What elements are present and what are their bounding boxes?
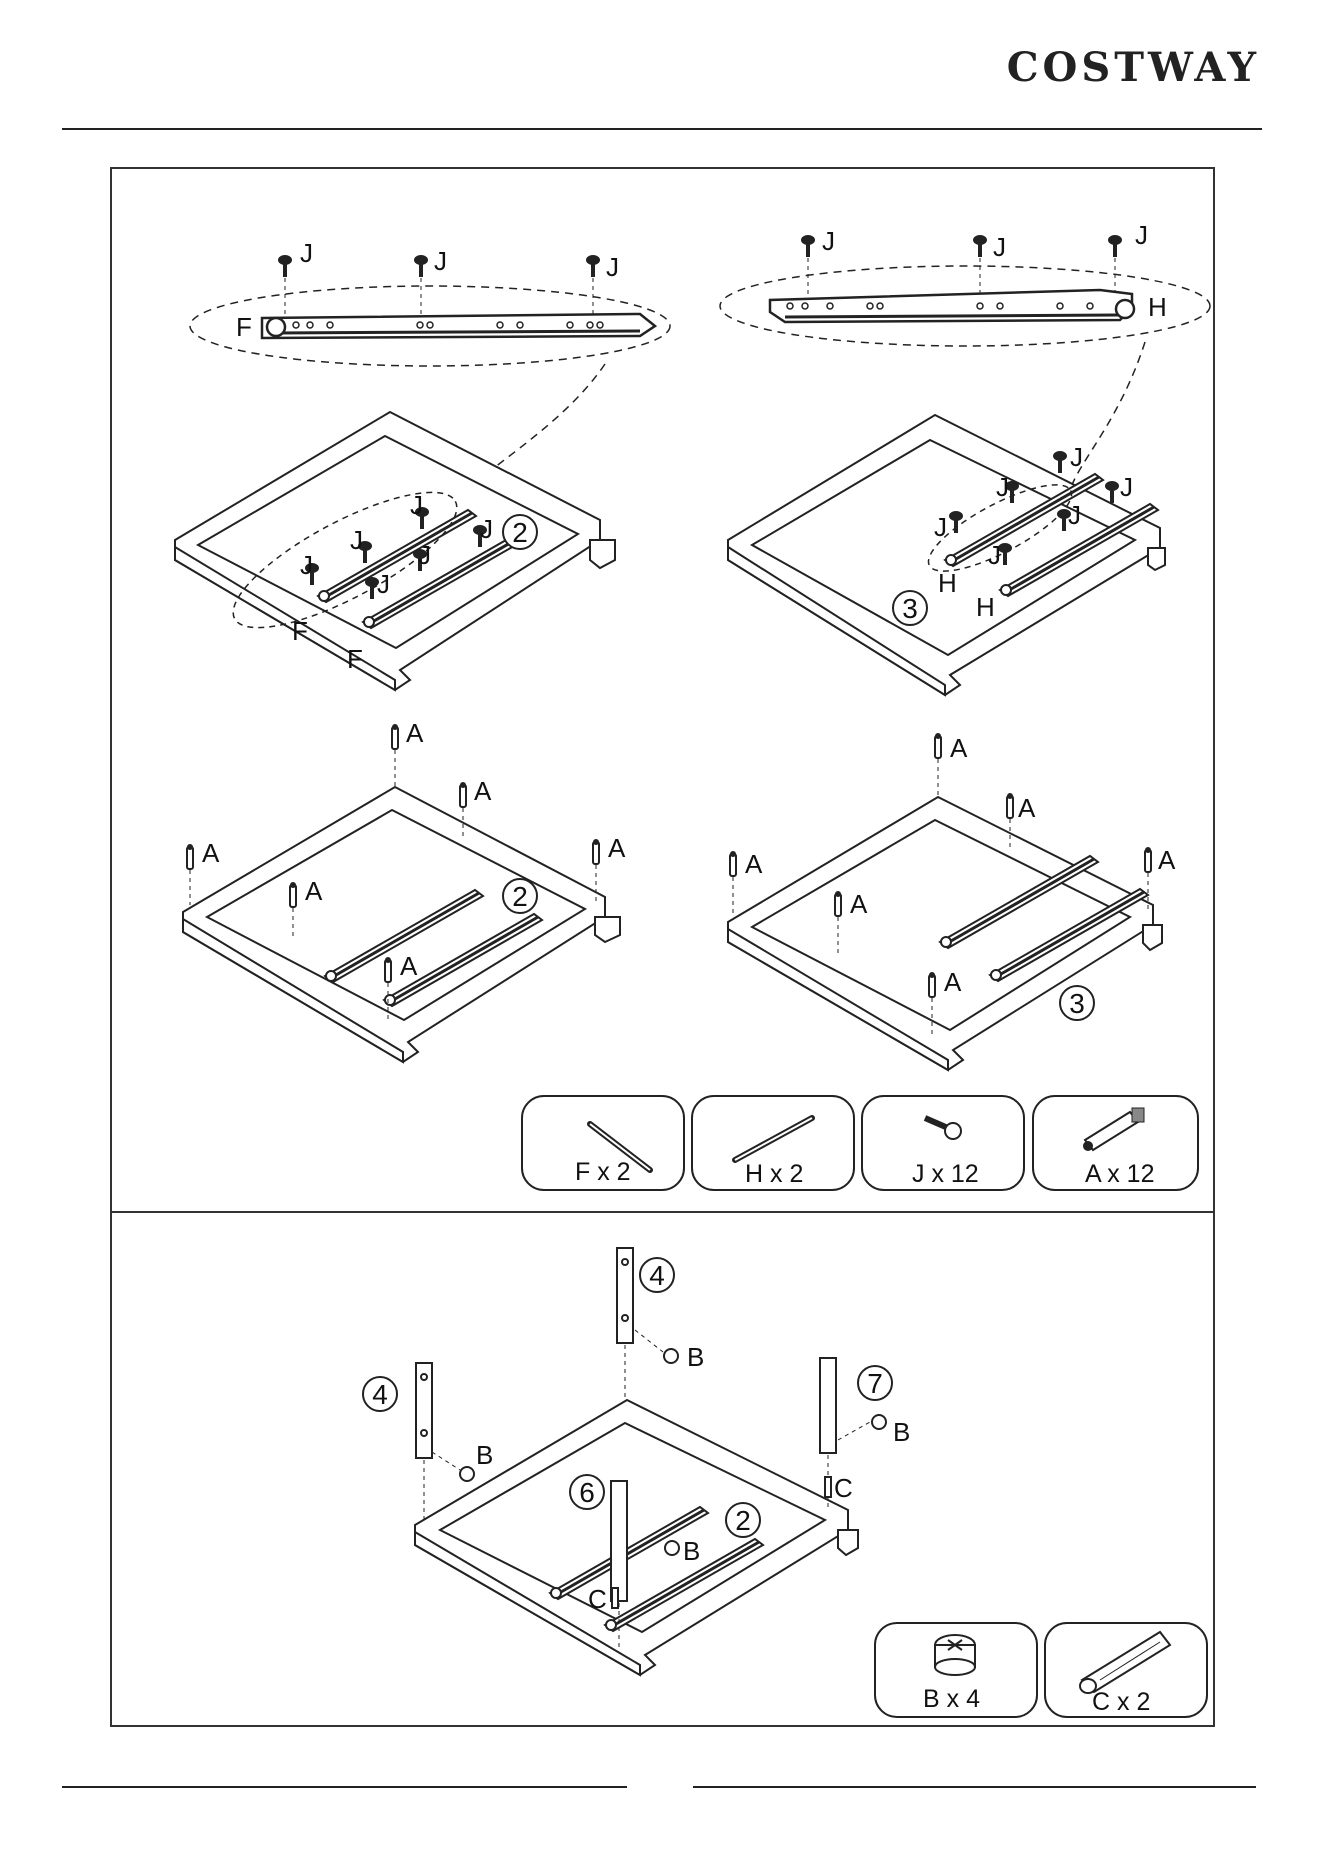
label-a: A [950,733,968,763]
label-j: J [1070,442,1083,472]
label-a: A [1018,793,1036,823]
step-number: 4 [372,1379,388,1410]
hardware-j-box: J x 12 [862,1096,1024,1190]
label-j: J [410,490,423,520]
label-j: J [434,246,447,276]
label-a: A [474,776,492,806]
hardware-f-box: F x 2 [522,1096,684,1190]
label-b: B [476,1440,493,1470]
cam-lock-icon [935,1635,975,1675]
label-a: A [850,889,868,919]
hardware-caption: B x 4 [923,1685,980,1713]
step-number: 2 [735,1505,751,1536]
label-c: C [834,1473,853,1503]
label-j: J [1068,500,1081,530]
label-b: B [893,1417,910,1447]
label-b: B [683,1536,700,1566]
label-a: A [1158,845,1176,875]
label-j: J [822,226,835,256]
label-c: C [588,1584,607,1614]
step-number: 7 [867,1368,883,1399]
hardware-b-box: B x 4 [875,1623,1037,1717]
hardware-c-box: C x 2 [1045,1623,1207,1717]
label-j: J [993,232,1006,262]
hardware-h-box: H x 2 [692,1096,854,1190]
label-a: A [406,718,424,748]
hardware-caption: F x 2 [575,1158,631,1186]
label-j: J [996,472,1009,502]
hardware-caption: A x 12 [1085,1160,1155,1188]
label-j: J [988,540,1001,570]
label-f: F [292,616,308,646]
label-f: F [347,644,363,674]
label-h: H [938,568,957,598]
label-j: J [350,525,363,555]
hardware-a-box: A x 12 [1033,1096,1198,1190]
label-b: B [687,1342,704,1372]
label-a: A [944,967,962,997]
label-a: A [400,951,418,981]
frame-step-2-bolts [183,787,620,1062]
label-a: A [202,838,220,868]
step-number: 2 [512,517,528,548]
label-j: J [377,569,390,599]
label-j: J [300,550,313,580]
label-j: J [418,540,431,570]
frame-step-3-rails [728,415,1165,695]
frame-step-3-bolts [728,797,1162,1070]
step-number: 6 [579,1477,595,1508]
step-number: 2 [512,881,528,912]
label-a: A [608,833,626,863]
step-number: 3 [1069,988,1085,1019]
label-j: J [606,252,619,282]
label-j: J [934,512,947,542]
hardware-caption: C x 2 [1092,1688,1150,1716]
step-number: 3 [902,593,918,624]
label-h: H [1148,292,1167,322]
step-number: 4 [649,1260,665,1291]
label-f: F [236,312,252,342]
hardware-caption: H x 2 [745,1160,803,1188]
label-h: J [1135,220,1148,250]
label-h: H [976,592,995,622]
label-a: A [305,876,323,906]
hardware-caption: J x 12 [912,1160,979,1188]
label-j: J [1120,472,1133,502]
label-j: J [480,514,493,544]
label-a: A [745,849,763,879]
label-j: J [300,238,313,268]
